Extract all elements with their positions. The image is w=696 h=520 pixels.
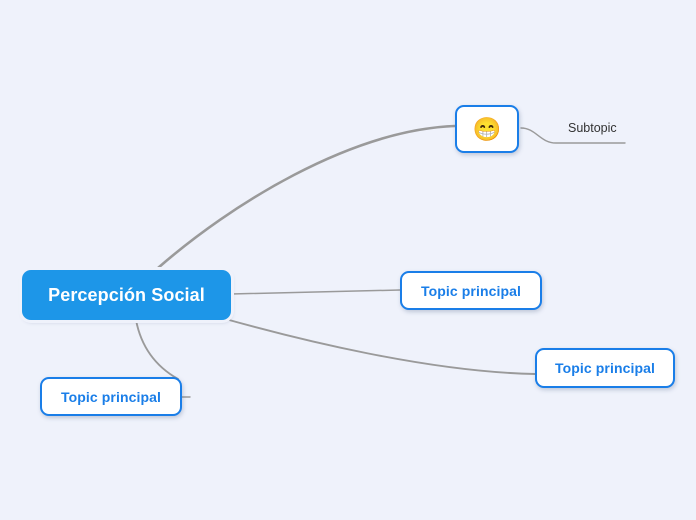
topic-node-label: Topic principal: [420, 282, 522, 299]
grinning-face-with-smiling-eyes-icon: 😁: [472, 115, 502, 142]
topic-node-bottom-left[interactable]: Topic principal: [40, 377, 182, 416]
topic-node-label: Topic principal: [60, 388, 162, 405]
topic-node-label: Topic principal: [554, 360, 656, 376]
root-node[interactable]: Percepción Social: [22, 270, 231, 320]
root-node-label: Percepción Social: [48, 284, 205, 305]
connector-root-to-topic-bottom-left: [135, 319, 179, 380]
connector-root-to-emoji: [156, 124, 457, 270]
subtopic-label[interactable]: Subtopic: [568, 121, 617, 135]
emoji-node[interactable]: 😁: [455, 105, 519, 153]
connector-root-to-topic-bottom-right: [221, 317, 536, 375]
topic-node-bottom-right[interactable]: Topic principal: [535, 348, 675, 388]
topic-node-right[interactable]: Topic principal: [400, 271, 542, 310]
connector-root-to-topic-right: [230, 289, 401, 295]
